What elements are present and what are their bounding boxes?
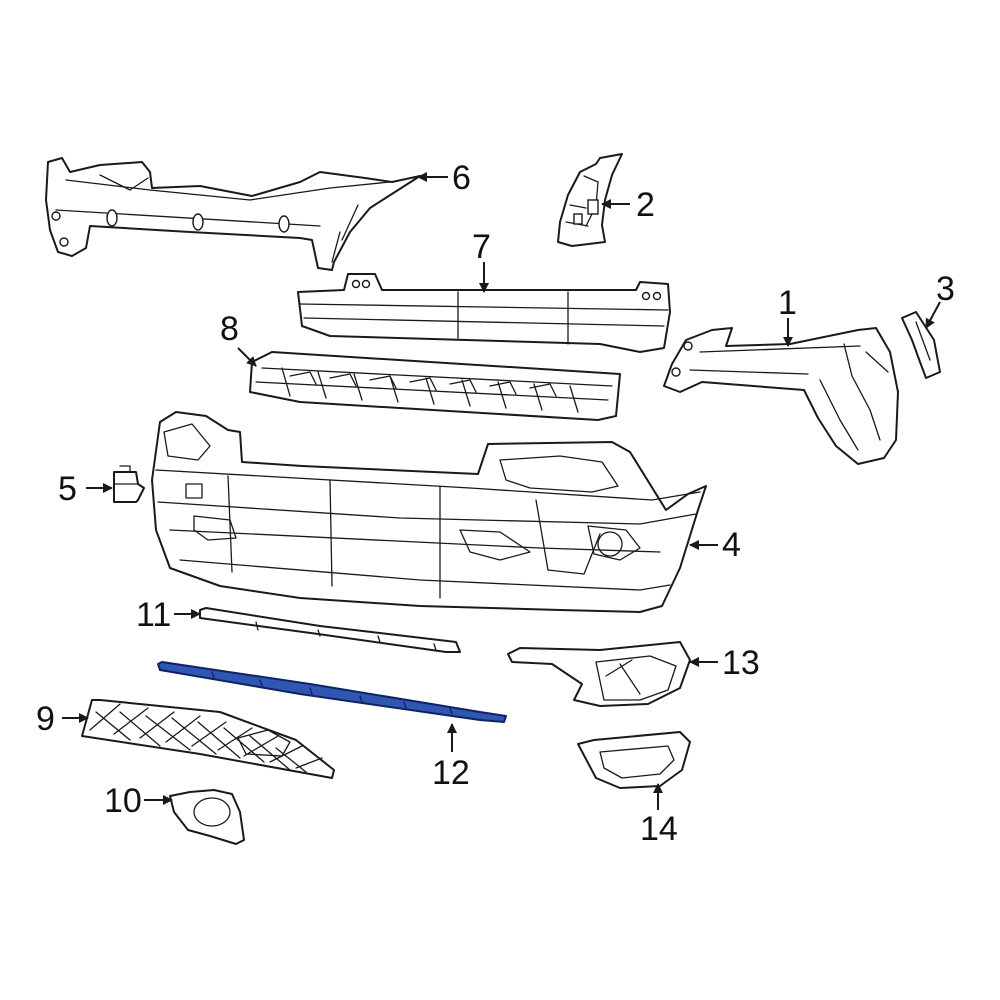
callout-5: 5 (58, 470, 77, 508)
callout-7: 7 (472, 228, 491, 266)
part-13-side-bezel (507, 641, 691, 707)
leader-8 (237, 347, 257, 367)
leader-lines (62, 172, 941, 810)
part-10-fog-bezel-left (169, 789, 245, 845)
part-3-small-bracket (901, 311, 941, 379)
part-11-upper-molding (199, 607, 461, 653)
part-4-bumper-cover (151, 411, 707, 613)
leader-3 (925, 301, 941, 329)
part-1-fascia-support (663, 327, 899, 465)
callout-9: 9 (36, 700, 55, 738)
callout-3: 3 (936, 270, 955, 308)
part-14-fog-bezel-right (577, 731, 691, 789)
callout-4: 4 (722, 526, 741, 564)
part-12-lower-molding-highlighted (157, 661, 507, 723)
callout-11: 11 (136, 596, 171, 634)
callout-10: 10 (104, 782, 142, 820)
part-9-lower-grille (81, 699, 335, 779)
part-8-energy-absorber (249, 351, 621, 421)
callout-8: 8 (220, 310, 239, 348)
callout-14: 14 (640, 810, 678, 848)
part-6-upper-support (45, 157, 421, 271)
callout-2: 2 (636, 186, 655, 224)
callout-6: 6 (452, 159, 471, 197)
callout-12: 12 (432, 754, 470, 792)
callout-13: 13 (722, 644, 760, 682)
part-7-impact-bar (297, 273, 671, 353)
part-2-side-bracket (557, 153, 623, 247)
callout-1: 1 (778, 284, 797, 322)
callout-labels: 1 2 3 4 5 6 7 8 9 10 11 12 13 14 (36, 159, 955, 848)
part-5-sensor (113, 465, 145, 503)
